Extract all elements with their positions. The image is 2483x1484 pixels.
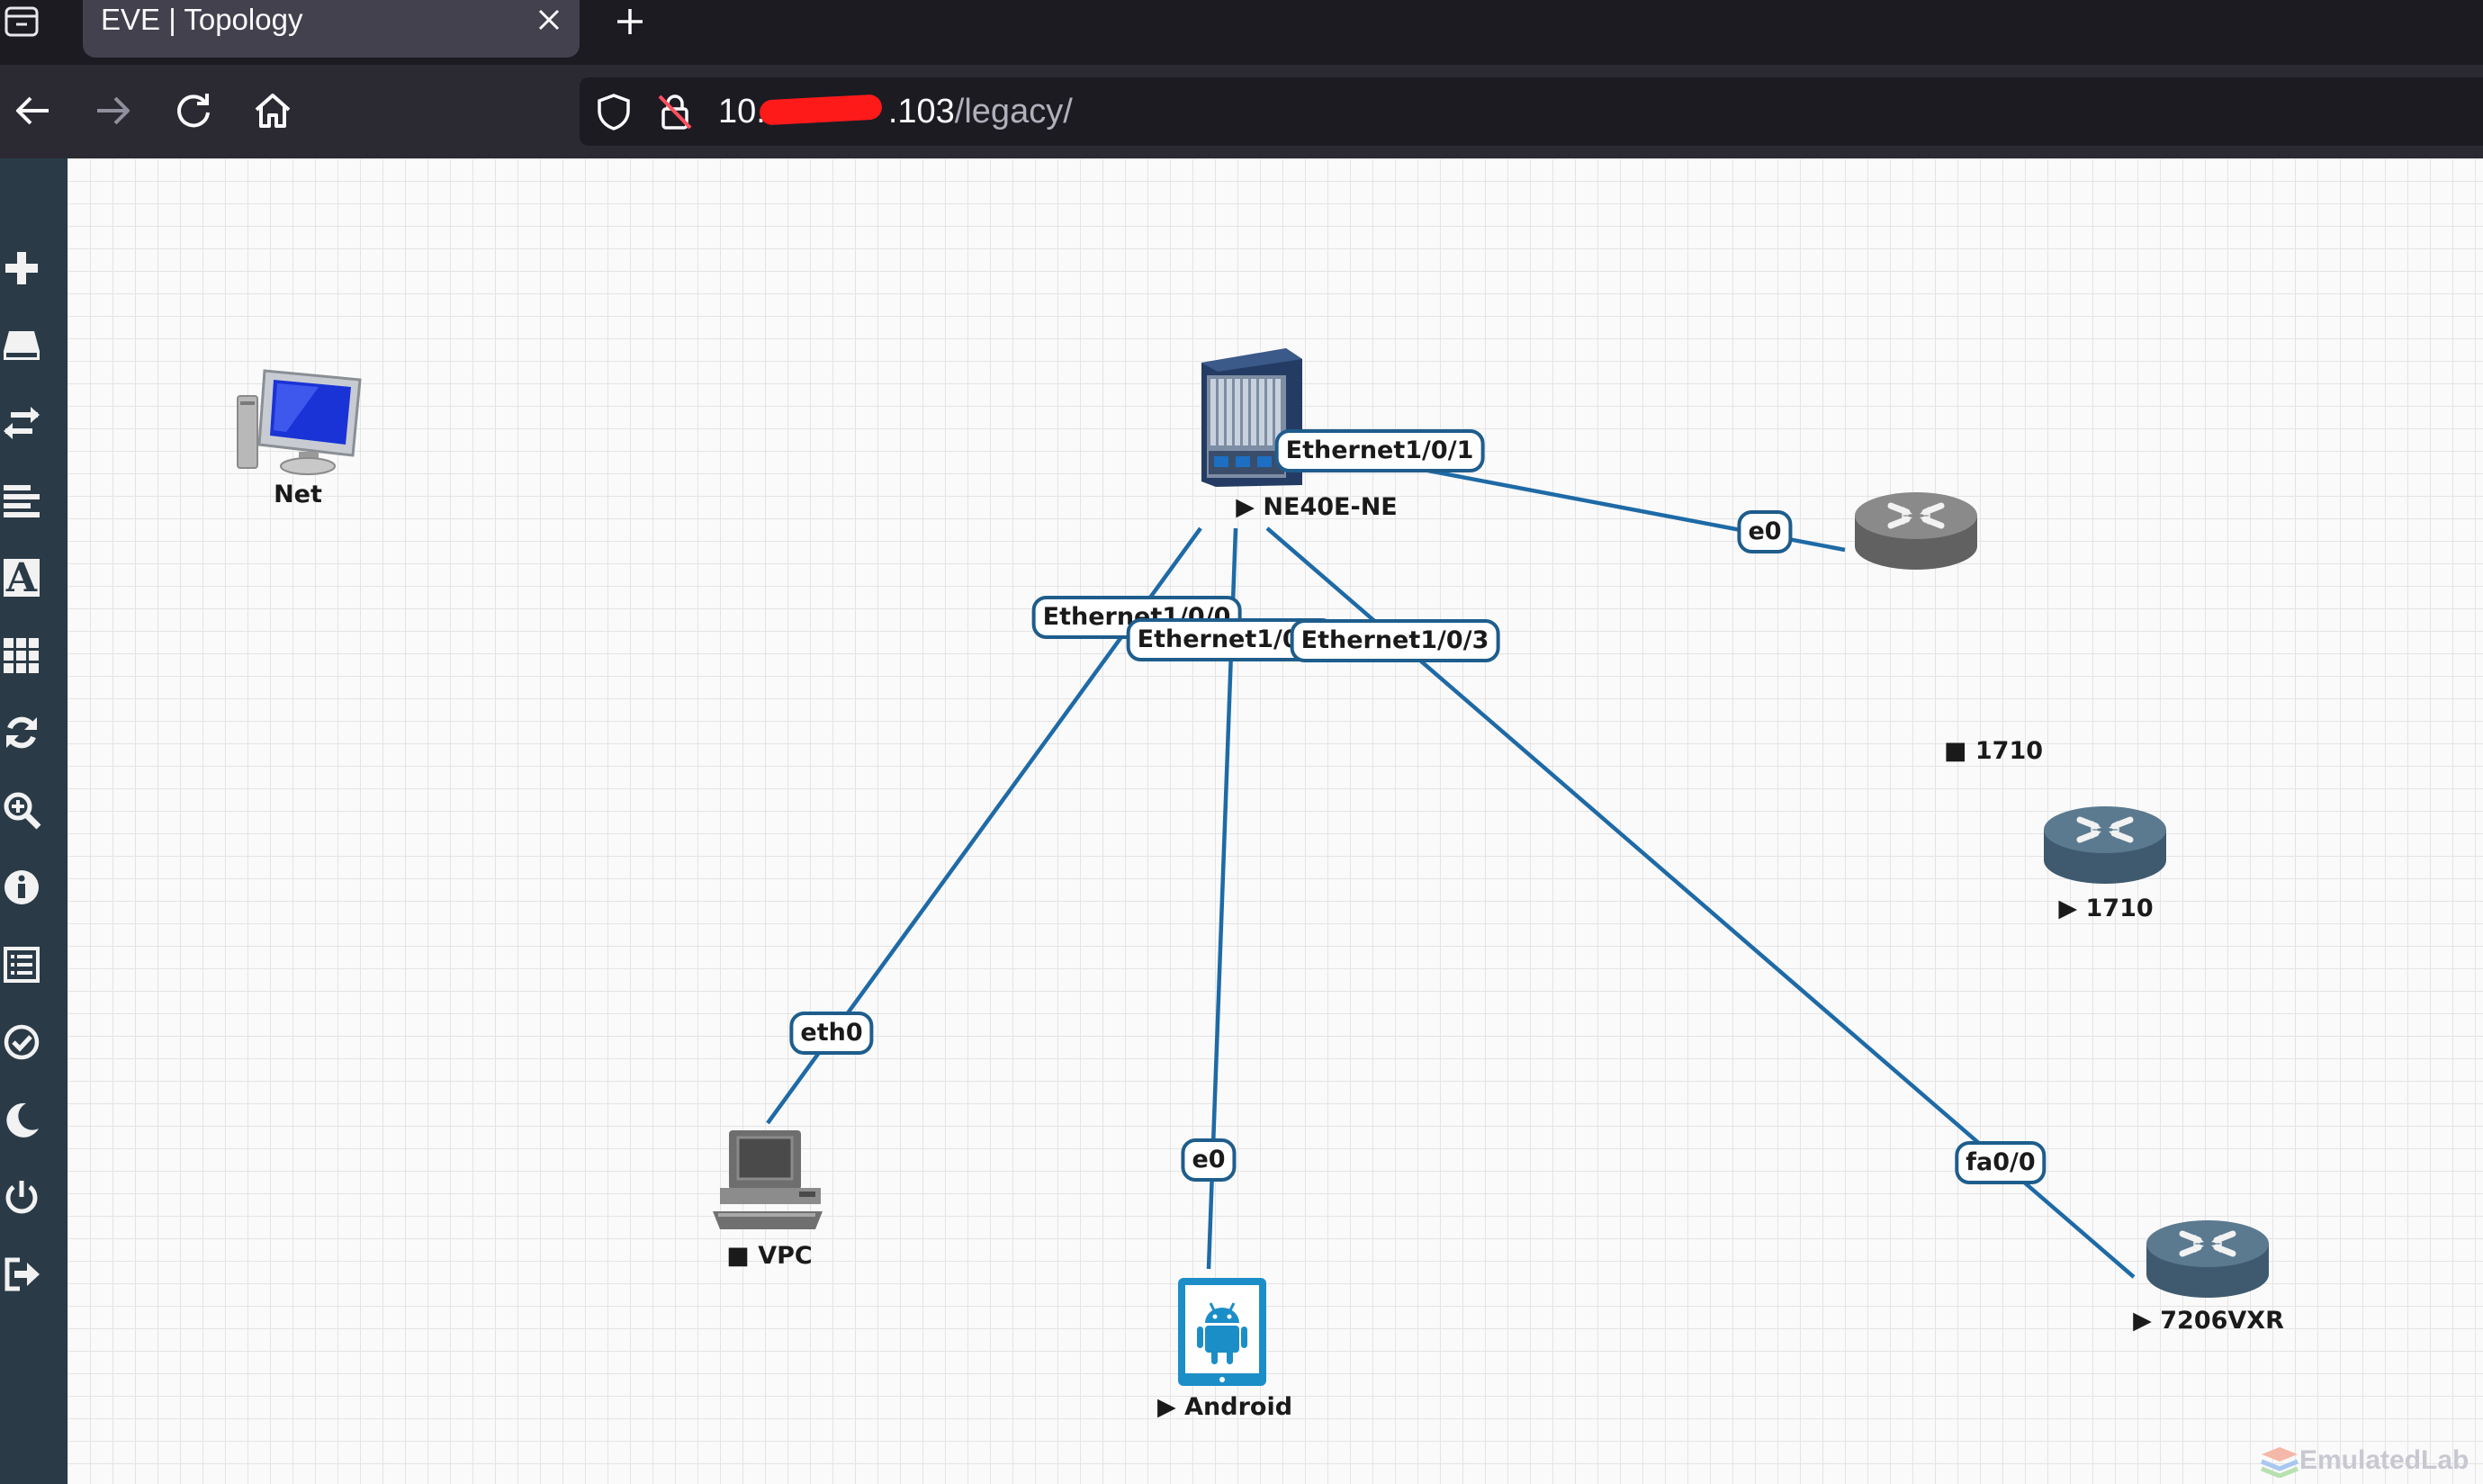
topology-canvas[interactable]: Net ▶ NE40E-NE ■ 171: [67, 158, 2483, 1484]
home-icon[interactable]: [250, 88, 295, 133]
vpc-computer-icon[interactable]: [709, 1127, 830, 1237]
node-label-1710-mid[interactable]: ▶ 1710: [2058, 895, 2154, 922]
insecure-lock-icon[interactable]: [655, 92, 695, 131]
dark-mode-moon-icon[interactable]: [0, 1098, 43, 1141]
address-bar[interactable]: 10..103/legacy/: [580, 77, 2483, 146]
close-tab-icon[interactable]: [531, 2, 567, 38]
info-circle-icon[interactable]: [0, 866, 43, 909]
reload-icon[interactable]: [171, 88, 216, 133]
navigation-bar: 10..103/legacy/: [0, 65, 2483, 158]
iface-label-ne-ethernet1-0-3[interactable]: Ethernet1/0/3: [1290, 619, 1500, 662]
router-7206vxr-icon[interactable]: [2145, 1217, 2271, 1305]
iface-label-vpc-eth0[interactable]: eth0: [789, 1012, 874, 1055]
power-off-icon[interactable]: [0, 1175, 43, 1219]
logout-icon[interactable]: [0, 1253, 43, 1296]
networks-exchange-icon[interactable]: [0, 401, 43, 445]
zoom-in-icon[interactable]: [0, 788, 43, 832]
check-circle-icon[interactable]: [0, 1021, 43, 1064]
new-tab-icon[interactable]: [610, 2, 650, 41]
router-1710-top-icon[interactable]: [1853, 489, 1979, 577]
url-text[interactable]: 10..103/legacy/: [718, 93, 1073, 130]
iface-label-android-e0[interactable]: e0: [1181, 1138, 1237, 1182]
iface-label-1710-e0[interactable]: e0: [1737, 510, 1793, 553]
forward-arrow-icon[interactable]: [90, 88, 135, 133]
android-device-icon[interactable]: [1176, 1276, 1268, 1391]
node-label-ne40e-ne[interactable]: ▶ NE40E-NE: [1236, 493, 1398, 521]
tracking-protection-shield-icon[interactable]: [594, 92, 634, 131]
browser-tab-active[interactable]: EVE | Topology: [83, 0, 580, 58]
startup-config-align-icon[interactable]: [0, 479, 43, 522]
net-node-icon[interactable]: [232, 365, 364, 481]
refresh-icon[interactable]: [0, 711, 43, 754]
router-1710-mid-icon[interactable]: [2042, 803, 2168, 891]
tab-bar: EVE | Topology: [0, 0, 2483, 65]
node-label-vpc[interactable]: ■ VPC: [726, 1242, 813, 1270]
nodes-hdd-icon[interactable]: [0, 324, 43, 367]
back-arrow-icon[interactable]: [11, 88, 56, 133]
grid-apps-icon[interactable]: [0, 634, 43, 677]
tab-list-icon[interactable]: [4, 4, 40, 40]
node-label-android[interactable]: ▶ Android: [1156, 1393, 1293, 1421]
lab-list-icon[interactable]: [0, 943, 43, 986]
node-label-7206vxr[interactable]: ▶ 7206VXR: [2133, 1307, 2284, 1335]
tab-title: EVE | Topology: [101, 3, 303, 36]
iface-label-ne-ethernet1-0-1[interactable]: Ethernet1/0/1: [1274, 429, 1485, 472]
node-label-1710-top[interactable]: ■ 1710: [1943, 737, 2044, 765]
iface-label-7206-fa0-0[interactable]: fa0/0: [1955, 1141, 2047, 1184]
watermark-text: EmulatedLab: [2299, 1445, 2470, 1475]
add-object-plus-icon[interactable]: [0, 247, 43, 290]
node-label-net[interactable]: Net: [274, 481, 322, 508]
emulatedlab-logo-icon: [2260, 1445, 2299, 1481]
text-tool-icon[interactable]: A: [0, 556, 43, 599]
eve-sidebar: A: [0, 158, 67, 1484]
